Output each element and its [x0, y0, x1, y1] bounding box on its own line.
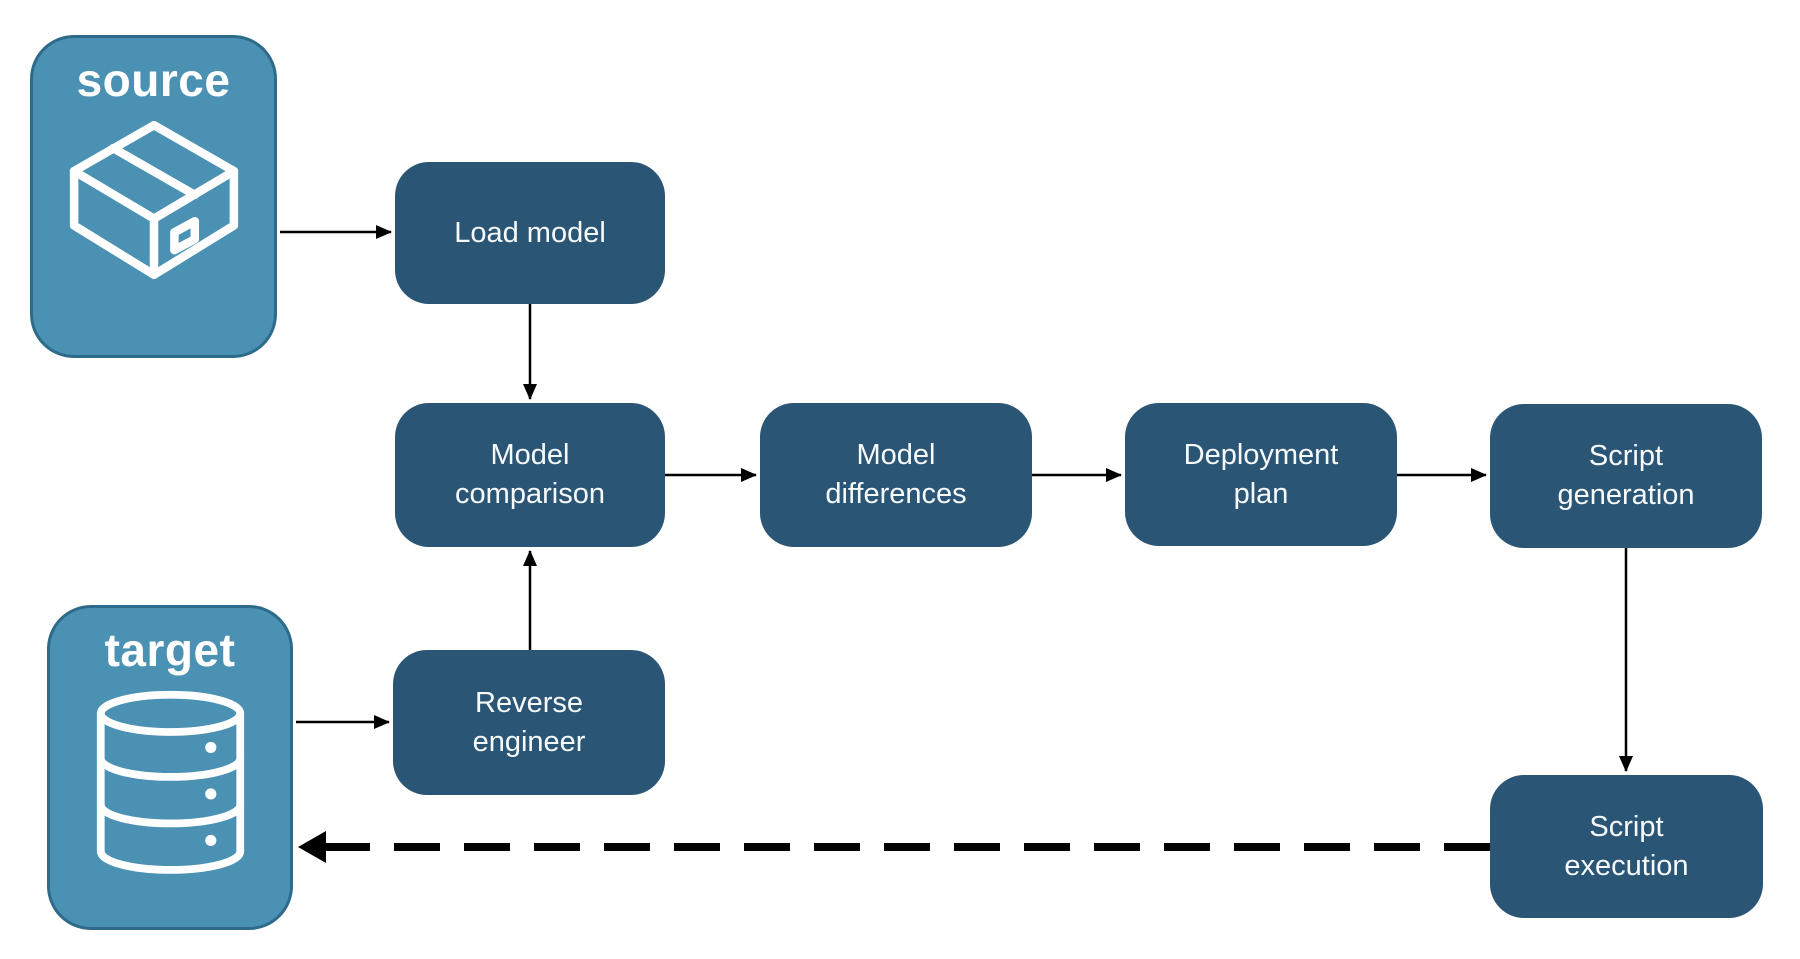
endpoint-source: source	[30, 35, 277, 358]
node-script-generation: Script generation	[1490, 404, 1762, 548]
node-label: Script	[1588, 440, 1664, 472]
node-reverse-engineer: Reverse engineer	[393, 650, 665, 795]
node-deployment-plan: Deployment plan	[1125, 403, 1397, 546]
node-script-execution: Script execution	[1490, 775, 1763, 918]
database-icon	[96, 690, 244, 874]
target-label: target	[104, 624, 236, 676]
node-label: engineer	[472, 725, 586, 758]
node-model-differences: Model differences	[760, 403, 1032, 547]
node-label: generation	[1557, 479, 1695, 511]
node-label: execution	[1564, 849, 1689, 882]
node-label: comparison	[455, 478, 605, 510]
node-label: Deployment	[1183, 438, 1339, 471]
endpoint-target: target	[47, 605, 293, 930]
node-label: Script	[1589, 810, 1664, 843]
node-load-model: Load model	[395, 162, 665, 304]
node-label: plan	[1233, 477, 1289, 510]
node-label: differences	[825, 478, 967, 510]
node-label: Model	[490, 439, 570, 471]
package-icon	[69, 120, 238, 280]
node-label: Model	[856, 439, 936, 471]
node-model-comparison: Model comparison	[395, 403, 665, 547]
source-label: source	[76, 54, 231, 106]
node-label: Reverse	[475, 686, 583, 719]
node-label: Load model	[454, 216, 606, 249]
